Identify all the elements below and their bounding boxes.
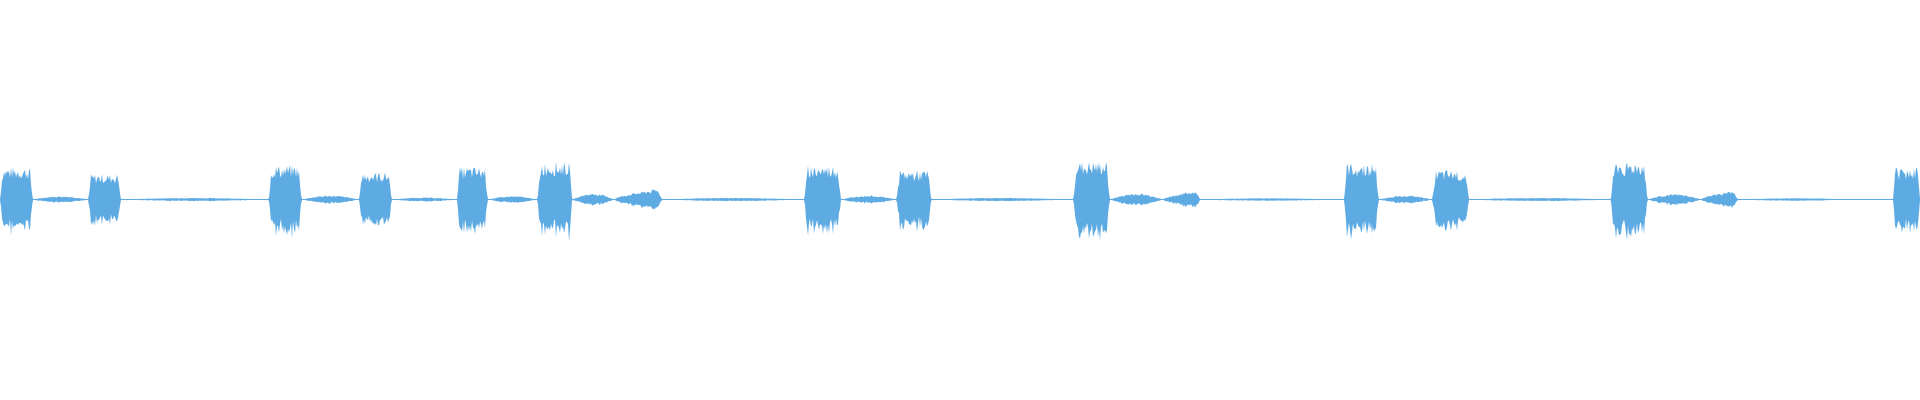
waveform-amplitude-path <box>0 161 1920 242</box>
